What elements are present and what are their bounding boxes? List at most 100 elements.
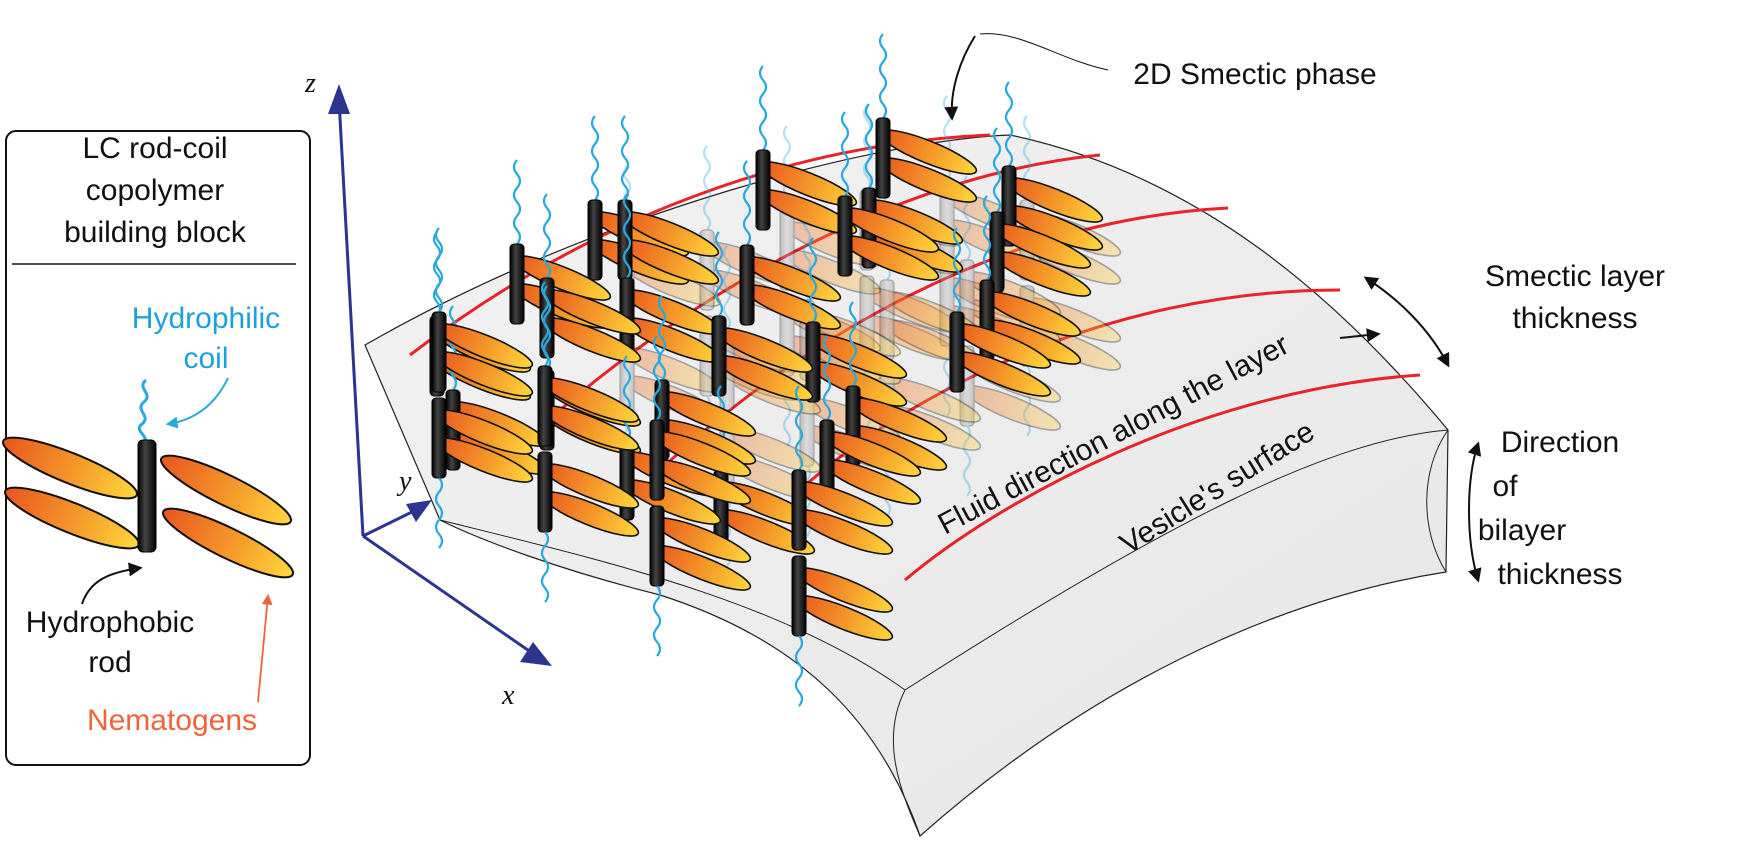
rod-pointer-arrow — [81, 562, 143, 605]
legend-title-line2: copolymer — [86, 174, 224, 207]
molecule — [539, 193, 642, 363]
legend-nematogen — [159, 454, 293, 526]
hydrophobic-rod — [587, 199, 603, 281]
hydrophilic-coil — [840, 111, 850, 197]
hydrophilic-coil — [702, 145, 712, 231]
coil-label-line2: coil — [183, 342, 228, 375]
fluid-direction-arrow — [1339, 328, 1381, 343]
x-axis-arrowhead — [520, 642, 552, 666]
hydrophilic-coil — [722, 245, 732, 331]
molecule — [949, 227, 1052, 397]
coil-pointer-arrow — [165, 377, 229, 429]
z-axis-arrowhead — [328, 84, 350, 114]
hydrophilic-coil — [952, 227, 962, 313]
hydrophilic-coil — [1004, 81, 1014, 167]
molecule — [755, 65, 858, 235]
nematogen-label: Nematogens — [87, 704, 257, 737]
legend-title-line3: building block — [64, 216, 247, 249]
vesicle-surface — [364, 134, 1449, 838]
hydrophilic-coil — [742, 160, 752, 246]
molecule — [875, 33, 978, 203]
layer-line — [904, 373, 1421, 582]
layer-thickness-label-line1: Smectic layer — [1485, 260, 1665, 293]
hydrophobic-rod — [711, 315, 727, 397]
hydrophilic-coil — [652, 335, 662, 421]
hydrophilic-coil — [652, 585, 662, 657]
hydrophobic-rod — [431, 311, 447, 393]
y-axis-arrowhead — [406, 500, 432, 522]
hydrophilic-coil — [714, 231, 724, 317]
hydrophobic-rod — [837, 195, 853, 277]
legend-nematogen — [161, 507, 295, 579]
hydrophilic-coil — [982, 195, 992, 281]
hydrophilic-coil — [862, 105, 872, 191]
z-axis-label: z — [304, 68, 316, 99]
hydrophobic-rod — [537, 365, 553, 447]
hydrophilic-coil — [448, 305, 458, 391]
hydrophilic-coil — [794, 635, 804, 707]
hydrophilic-coil — [622, 355, 632, 441]
hydrophilic-coil — [434, 227, 444, 313]
hydrophobic-rod — [431, 397, 447, 479]
vesicle-front-edge — [439, 519, 906, 691]
legend-coil — [137, 378, 149, 443]
hydrophobic-rod — [649, 505, 665, 587]
y-axis — [362, 506, 421, 538]
z-axis — [337, 99, 365, 537]
hydrophilic-coil — [620, 115, 630, 201]
smectic-phase-label: 2D Smectic phase — [1133, 58, 1376, 91]
rod-label-line2: rod — [88, 646, 131, 679]
hydrophilic-coil — [434, 477, 444, 549]
nematogen-pointer-arrow — [257, 593, 273, 703]
hydrophobic-rod — [989, 211, 1005, 293]
molecule-array — [429, 33, 1104, 707]
legend-nematogen — [2, 436, 138, 500]
legend-rod — [137, 439, 157, 553]
building-block-illustration — [2, 378, 295, 579]
smectic-phase-arrow — [944, 35, 976, 121]
hydrophilic-coil — [542, 193, 552, 279]
hydrophobic-rod — [739, 244, 755, 326]
hydrophobic-rod — [791, 555, 807, 637]
hydrophilic-coil — [808, 237, 818, 323]
hydrophilic-coil — [848, 301, 858, 387]
x-axis-label: x — [501, 680, 515, 711]
hydrophilic-coil — [432, 231, 442, 317]
bilayer-label-line1: Direction — [1501, 426, 1619, 459]
coordinate-axes: z y x — [304, 68, 552, 711]
hydrophilic-coil — [512, 159, 522, 245]
hydrophilic-coil — [540, 281, 550, 367]
hydrophobic-rod — [949, 311, 965, 393]
hydrophilic-coil — [992, 127, 1002, 213]
rod-label-line1: Hydrophobic — [26, 606, 194, 639]
hydrophilic-coil — [590, 115, 600, 201]
molecule — [979, 195, 1082, 365]
hydrophobic-rod — [649, 419, 665, 501]
hydrophobic-rod — [755, 149, 771, 231]
molecule — [649, 335, 752, 657]
molecule — [711, 231, 814, 401]
molecule — [837, 111, 940, 281]
hydrophobic-rod — [875, 117, 891, 199]
x-axis — [362, 534, 536, 657]
hydrophilic-coil — [622, 193, 632, 279]
hydrophilic-coil — [822, 335, 832, 421]
layer-thickness-arrow — [1363, 276, 1450, 368]
legend-title-line1: LC rod-coil — [82, 132, 227, 165]
molecule — [431, 227, 534, 549]
hydrophilic-coil — [540, 531, 550, 603]
bilayer-label-line2: of — [1492, 470, 1518, 503]
molecule — [617, 115, 720, 285]
hydrophilic-coil — [758, 65, 768, 151]
hydrophobic-rod — [537, 451, 553, 533]
hydrophilic-coil — [657, 295, 667, 381]
hydrophobic-rod — [509, 243, 525, 325]
molecule — [845, 301, 948, 471]
hydrophobic-rod — [791, 469, 807, 551]
molecule — [537, 281, 640, 603]
molecule — [791, 385, 894, 707]
hydrophilic-coil — [794, 385, 804, 471]
bilayer-label-line3: bilayer — [1478, 514, 1566, 547]
